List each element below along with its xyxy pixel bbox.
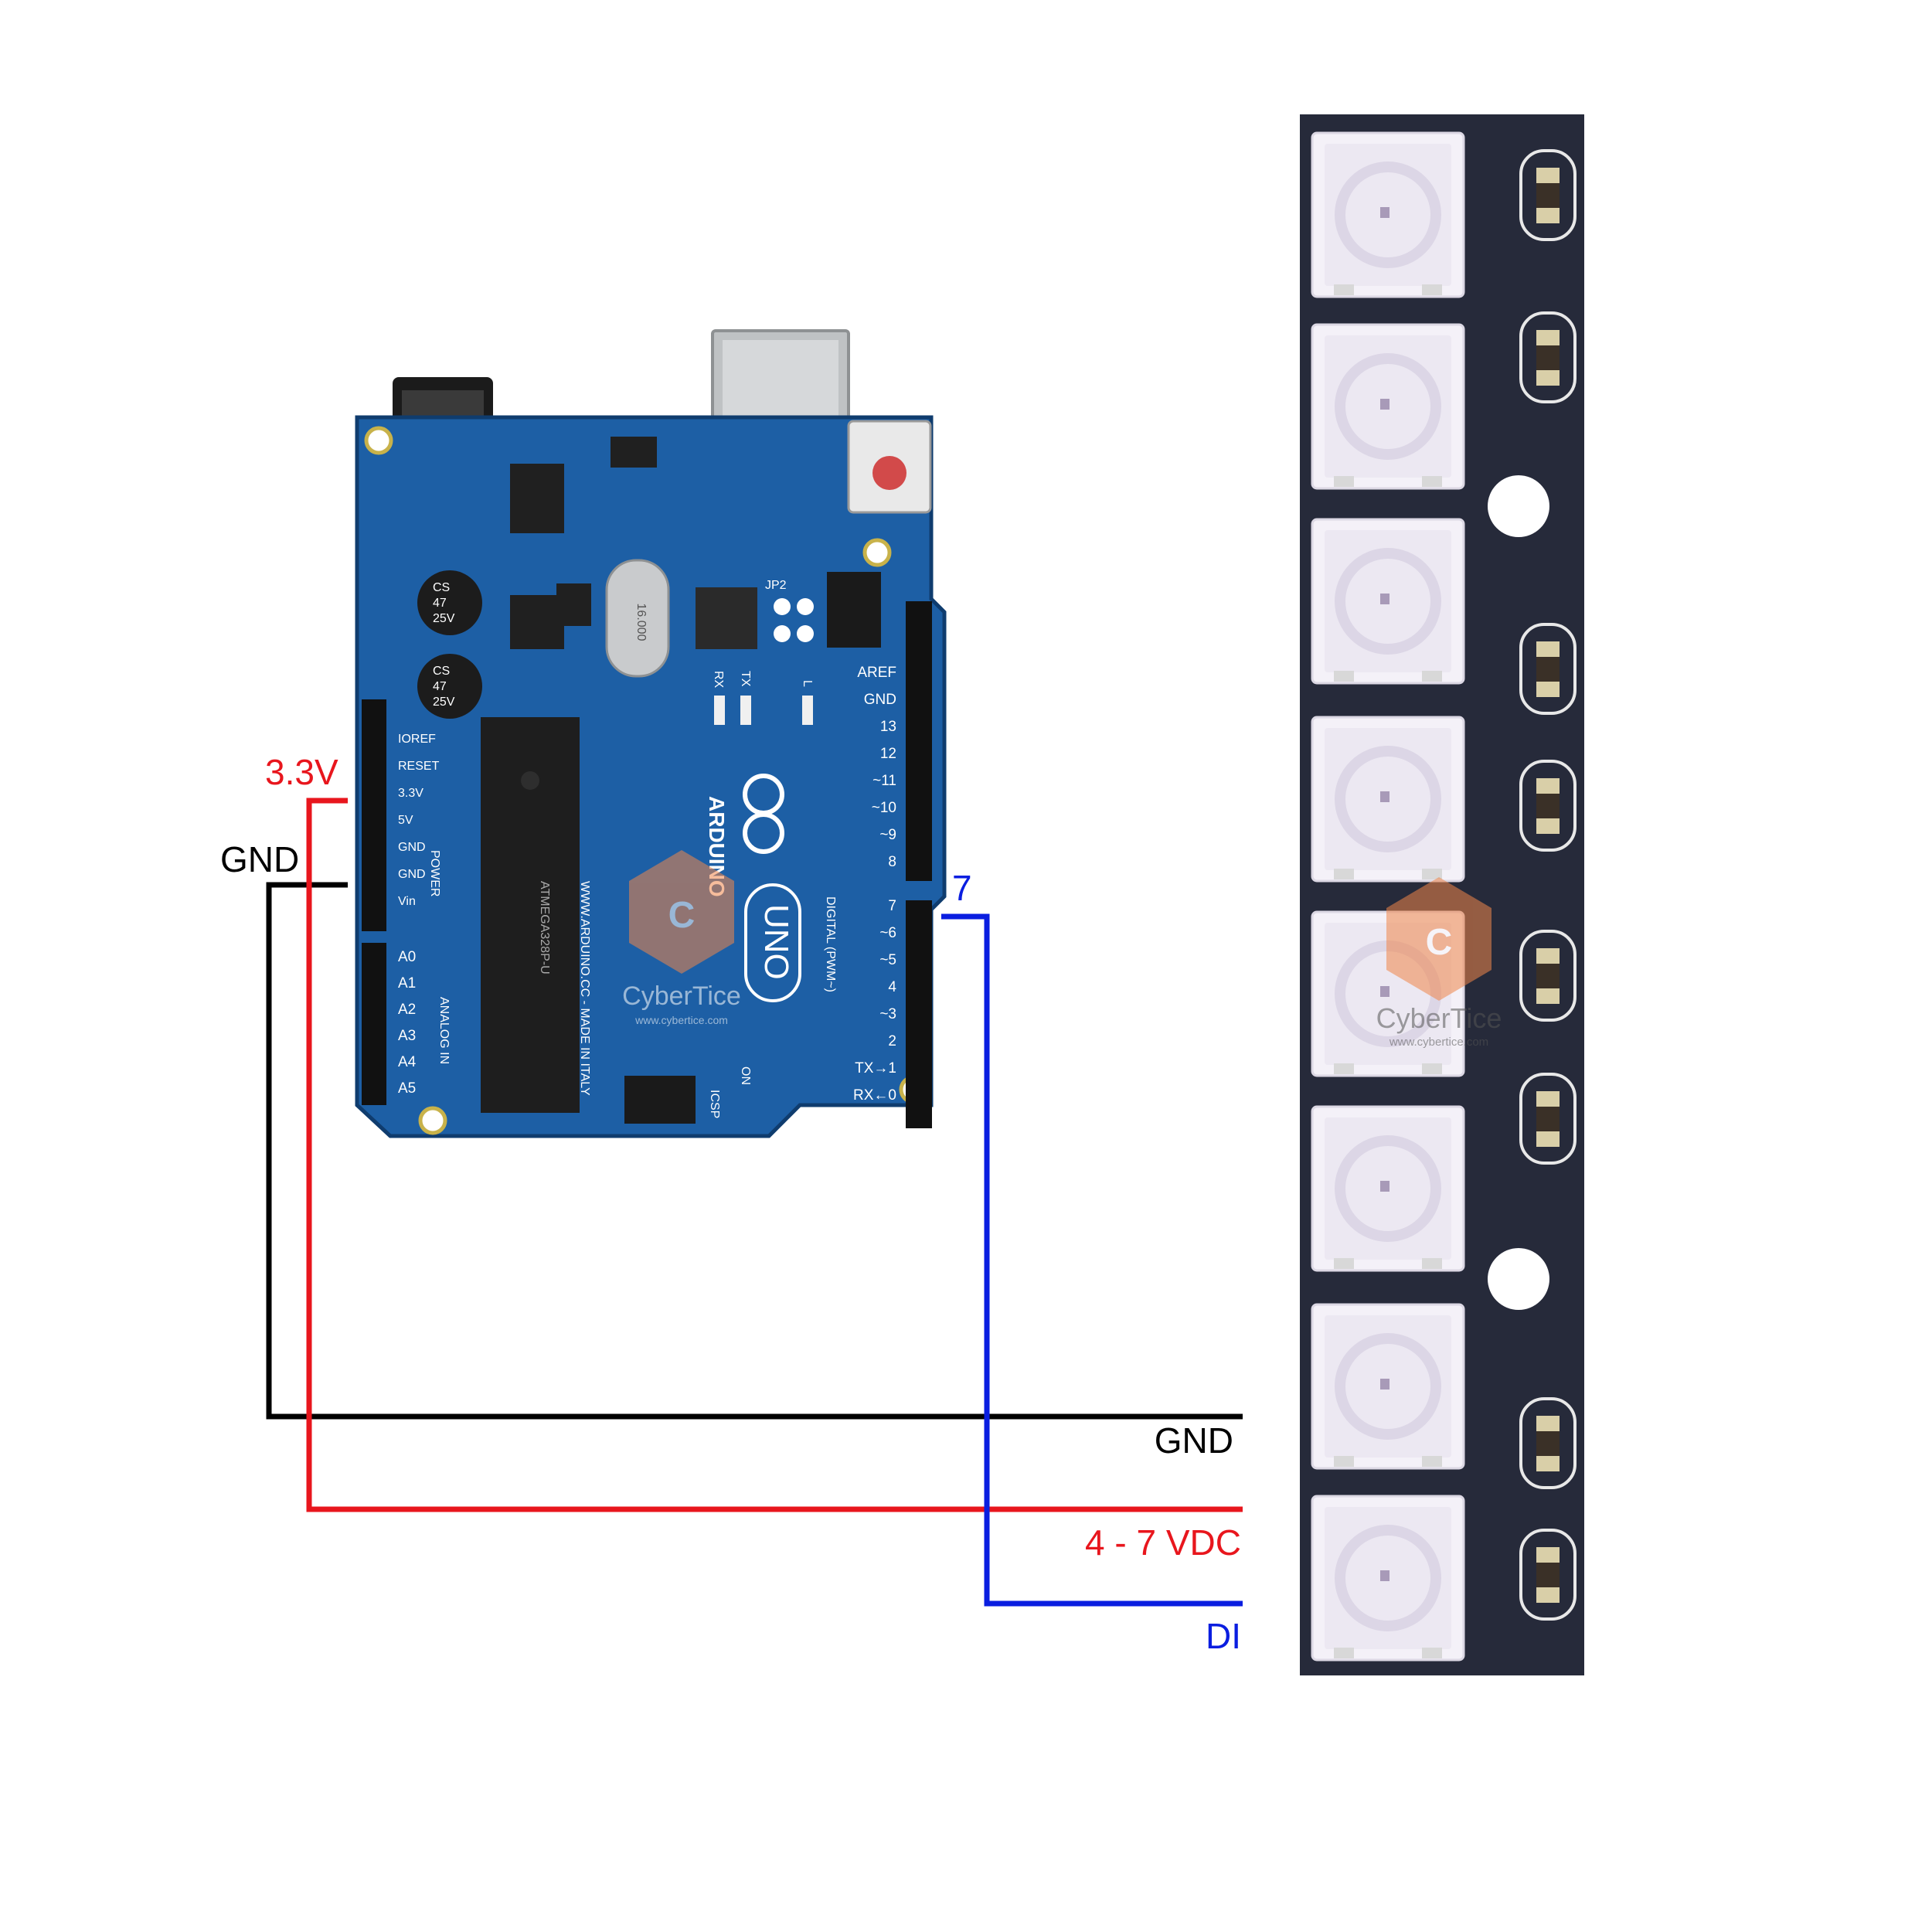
svg-text:DIGITAL (PWM~): DIGITAL (PWM~) xyxy=(824,896,837,992)
svg-text:ICSP: ICSP xyxy=(708,1090,721,1118)
led-pixel-1 xyxy=(1311,131,1465,298)
label-vdc-strip: 4 - 7 VDC xyxy=(1085,1522,1241,1563)
svg-text:RESET: RESET xyxy=(398,760,440,773)
svg-text:WWW.ARDUINO.CC - MADE IN ITALY: WWW.ARDUINO.CC - MADE IN ITALY xyxy=(578,881,591,1096)
svg-text:~3: ~3 xyxy=(879,1006,896,1022)
svg-text:~10: ~10 xyxy=(872,800,896,816)
label-gnd-arduino: GND xyxy=(220,839,299,879)
svg-text:ANALOG IN: ANALOG IN xyxy=(437,997,451,1064)
vcc-wire xyxy=(306,798,1243,1512)
led-pixel-2 xyxy=(1311,323,1465,490)
led-capacitor-6 xyxy=(1519,1073,1577,1165)
strip-mount-hole-1 xyxy=(1488,475,1549,537)
svg-text:CS: CS xyxy=(433,581,450,594)
svg-text:A1: A1 xyxy=(398,975,416,992)
data-wire xyxy=(941,913,1243,1607)
label-pin-7: 7 xyxy=(952,868,972,908)
svg-text:4: 4 xyxy=(888,979,896,995)
capacitor-2: CS 47 25V xyxy=(417,654,482,719)
svg-text:TX→1: TX→1 xyxy=(855,1060,896,1077)
led-pixel-4 xyxy=(1311,716,1465,883)
icsp-header xyxy=(624,1076,696,1124)
svg-text:UNO: UNO xyxy=(757,904,795,980)
svg-text:47: 47 xyxy=(433,597,447,610)
led-capacitor-2 xyxy=(1519,311,1577,403)
led-pixel-3 xyxy=(1311,518,1465,685)
svg-text:25V: 25V xyxy=(433,696,455,709)
label-di-strip: DI xyxy=(1206,1616,1241,1656)
svg-text:~11: ~11 xyxy=(872,773,896,789)
svg-text:CyberTice: CyberTice xyxy=(1376,1002,1502,1034)
led-capacitors xyxy=(1519,149,1577,1621)
svg-text:IOREF: IOREF xyxy=(398,733,436,746)
svg-text:RX←0: RX←0 xyxy=(853,1087,896,1104)
svg-text:A2: A2 xyxy=(398,1002,416,1018)
svg-text:13: 13 xyxy=(880,719,896,735)
svg-text:GND: GND xyxy=(864,692,896,708)
svg-text:C: C xyxy=(1426,922,1453,963)
svg-text:2: 2 xyxy=(888,1033,896,1049)
strip-mount-hole-2 xyxy=(1488,1248,1549,1310)
led-pixel-7 xyxy=(1311,1303,1465,1470)
svg-text:www.cybertice.com: www.cybertice.com xyxy=(634,1014,728,1026)
svg-text:7: 7 xyxy=(888,898,896,914)
svg-text:A5: A5 xyxy=(398,1080,416,1097)
svg-text:GND: GND xyxy=(398,841,426,854)
digital-pin-labels: AREF GND 13 12 ~11 ~10 ~9 8 7 ~6 ~5 4 ~3… xyxy=(824,665,896,1104)
svg-text:3.3V: 3.3V xyxy=(398,787,423,800)
svg-text:5V: 5V xyxy=(398,814,413,827)
svg-text:ON: ON xyxy=(739,1066,752,1085)
svg-text:RX: RX xyxy=(712,671,725,689)
led-capacitor-1 xyxy=(1519,149,1577,241)
watermark-logo-1: C CyberTice www.cybertice.com xyxy=(622,850,741,1026)
svg-text:www.cybertice.com: www.cybertice.com xyxy=(1389,1036,1488,1049)
analog-header xyxy=(362,943,386,1105)
analog-pin-labels: A0 A1 A2 A3 A4 A5 ANALOG IN xyxy=(398,949,451,1097)
svg-text:GND: GND xyxy=(398,868,426,881)
watermark-logo-2: C CyberTice www.cybertice.com xyxy=(1376,877,1502,1049)
digital-header-high xyxy=(906,601,932,881)
led-capacitor-4 xyxy=(1519,760,1577,852)
svg-text:AREF: AREF xyxy=(857,665,896,681)
svg-text:Vin: Vin xyxy=(398,895,416,908)
svg-text:8: 8 xyxy=(888,854,896,870)
svg-text:~6: ~6 xyxy=(879,925,896,941)
led-pixel-8 xyxy=(1311,1495,1465,1662)
svg-text:POWER: POWER xyxy=(428,850,441,896)
svg-text:47: 47 xyxy=(433,680,447,693)
svg-text:A0: A0 xyxy=(398,949,416,965)
capacitor-1: CS 47 25V xyxy=(417,570,482,635)
svg-text:~9: ~9 xyxy=(879,827,896,843)
digital-header-low xyxy=(906,900,932,1128)
svg-text:TX: TX xyxy=(739,671,752,687)
crystal-oscillator: 16.000 xyxy=(605,559,670,678)
svg-text:C: C xyxy=(668,895,696,936)
svg-text:L: L xyxy=(801,680,814,687)
led-pixel-6 xyxy=(1311,1105,1465,1272)
led-capacitor-5 xyxy=(1519,930,1577,1022)
led-capacitor-3 xyxy=(1519,623,1577,715)
svg-text:12: 12 xyxy=(880,746,896,762)
svg-text:CyberTice: CyberTice xyxy=(622,981,741,1011)
svg-text:25V: 25V xyxy=(433,612,455,625)
power-pin-labels: IOREF RESET 3.3V 5V GND GND Vin POWER xyxy=(398,733,441,908)
svg-text:ATMEGA328P-U: ATMEGA328P-U xyxy=(538,881,551,975)
power-header xyxy=(362,699,386,931)
arduino-uno-board: CS 47 25V CS 47 25V 16.000 JP2 ATMEGA xyxy=(355,329,947,1138)
svg-text:16.000: 16.000 xyxy=(634,604,648,641)
svg-text:A4: A4 xyxy=(398,1054,417,1070)
svg-text:JP2: JP2 xyxy=(765,579,787,592)
label-3v3: 3.3V xyxy=(265,752,338,792)
arduino-logo: ARDUINO UNO WWW.ARDUINO.CC - MADE IN ITA… xyxy=(578,774,801,1096)
led-capacitor-8 xyxy=(1519,1529,1577,1621)
svg-text:A3: A3 xyxy=(398,1028,416,1044)
svg-text:CS: CS xyxy=(433,665,450,678)
svg-text:~5: ~5 xyxy=(879,952,896,968)
label-gnd-strip: GND xyxy=(1155,1420,1233,1461)
wires xyxy=(266,798,1243,1607)
led-capacitor-7 xyxy=(1519,1397,1577,1489)
